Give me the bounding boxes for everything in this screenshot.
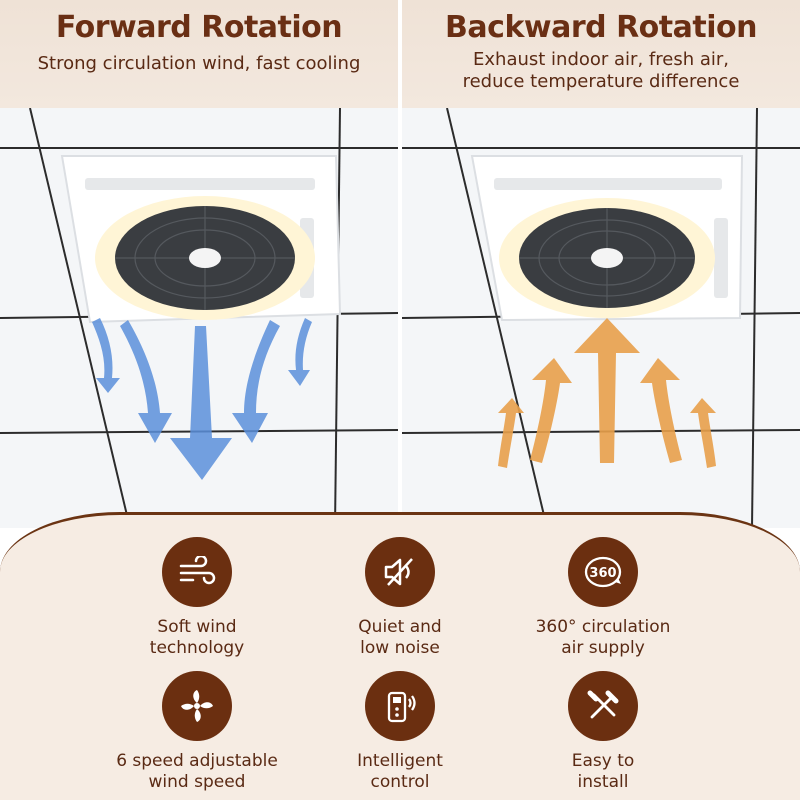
feature-360: 360 360° circulation air supply — [503, 537, 703, 659]
speaker-mute-icon — [365, 537, 435, 607]
feature-label: Soft wind technology — [149, 617, 245, 658]
feature-label: Intelligent control — [357, 751, 443, 792]
backward-subtitle-line1: Exhaust indoor air, fresh air, — [473, 49, 729, 70]
fan-icon — [162, 671, 232, 741]
forward-title: Forward Rotation — [55, 10, 343, 45]
remote-control-icon — [365, 671, 435, 741]
feature-quiet: Quiet and low noise — [300, 537, 500, 659]
forward-subtitle: Strong circulation wind, fast cooling — [37, 53, 361, 74]
backward-rotation-panel: Backward Rotation Exhaust indoor air, fr… — [402, 0, 800, 800]
backward-subtitle-line2: reduce temperature difference — [462, 71, 740, 92]
svg-text:360: 360 — [589, 566, 616, 581]
feature-speed: 6 speed adjustable wind speed — [97, 671, 297, 793]
panel-divider — [398, 0, 402, 800]
feature-soft-wind: Soft wind technology — [97, 537, 297, 659]
backward-scene-illustration — [402, 108, 800, 528]
wind-icon — [162, 537, 232, 607]
tools-icon — [568, 671, 638, 741]
backward-title: Backward Rotation — [445, 10, 757, 45]
forward-ceiling-scene — [0, 108, 398, 528]
feature-intelligent: Intelligent control — [300, 671, 500, 793]
ceiling-fan-unit-2 — [470, 155, 744, 322]
feature-label: 6 speed adjustable wind speed — [116, 751, 278, 792]
feature-label: Easy to install — [571, 751, 635, 792]
forward-scene-illustration — [0, 108, 398, 528]
feature-label: Quiet and low noise — [358, 617, 442, 658]
backward-header: Backward Rotation Exhaust indoor air, fr… — [402, 0, 800, 108]
forward-rotation-panel: Forward Rotation Strong circulation wind… — [0, 0, 398, 800]
ceiling-fan-unit — [60, 155, 342, 324]
feature-install: Easy to install — [503, 671, 703, 793]
rotate-360-icon: 360 — [568, 537, 638, 607]
features-section: Soft wind technology Quiet and low noise… — [0, 512, 800, 800]
forward-header: Forward Rotation Strong circulation wind… — [0, 0, 398, 108]
feature-label: 360° circulation air supply — [535, 617, 671, 658]
backward-ceiling-scene — [402, 108, 800, 528]
